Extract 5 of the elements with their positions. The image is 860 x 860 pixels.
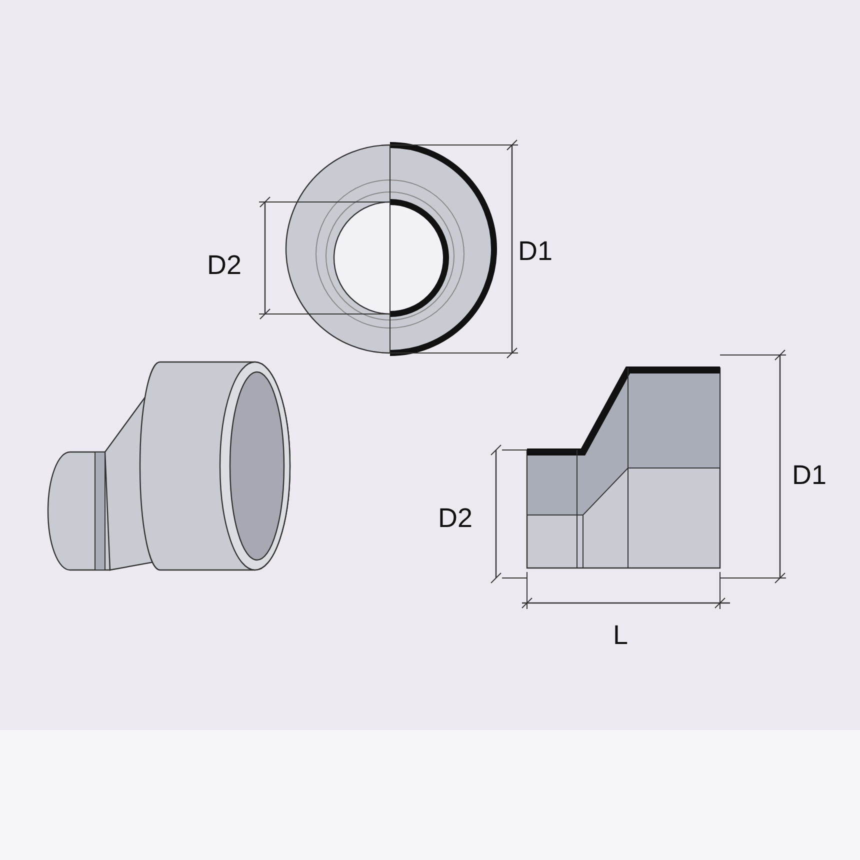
dimension-label: D2 (438, 505, 473, 532)
dimension-label: D2 (207, 252, 242, 279)
dimension-label: D1 (518, 238, 553, 265)
dimension-label: L (613, 622, 628, 649)
dimension-label: D1 (792, 462, 827, 489)
